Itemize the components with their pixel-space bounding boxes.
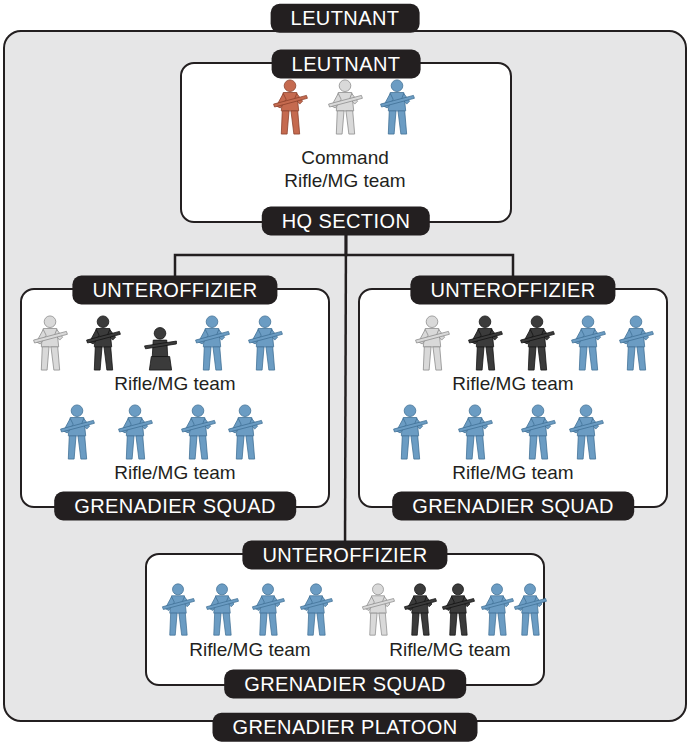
unit-tab: GRENADIER SQUAD xyxy=(392,492,634,521)
soldier-figure xyxy=(362,584,394,635)
rank-tab: LEUTNANT xyxy=(271,4,420,33)
soldier-figure xyxy=(394,405,428,459)
soldier-figure xyxy=(145,328,177,371)
rank-tab: UNTEROFFIZIER xyxy=(410,276,615,305)
soldier-figure xyxy=(162,584,194,635)
team-label: Rifle/MG team xyxy=(160,638,340,661)
team-label: Command Rifle/MG team xyxy=(270,146,420,192)
soldier-figure xyxy=(416,316,450,370)
soldier-figure xyxy=(61,405,95,459)
soldier-figure xyxy=(572,316,606,370)
team-label: Rifle/MG team xyxy=(85,461,265,484)
rank-tab: UNTEROFFIZIER xyxy=(72,276,277,305)
soldier-figure xyxy=(329,80,363,134)
unit-tab: GRENADIER SQUAD xyxy=(224,670,466,699)
unit-tab: HQ SECTION xyxy=(262,207,430,236)
soldier-figure xyxy=(196,316,230,370)
soldier-figure xyxy=(514,584,546,635)
soldier-figure xyxy=(570,405,604,459)
soldier-figure xyxy=(481,584,513,635)
soldier-figure xyxy=(229,405,263,459)
soldier-figure xyxy=(459,405,493,459)
unit-tab: GRENADIER SQUAD xyxy=(54,492,296,521)
team-label: Rifle/MG team xyxy=(85,372,265,395)
section-box: UNTEROFFIZIERRifle/MG teamRifle/MG teamG… xyxy=(145,553,545,686)
soldier-figure xyxy=(442,584,474,635)
team-label: Rifle/MG team xyxy=(423,461,603,484)
soldier-figure xyxy=(300,584,332,635)
soldier-figure xyxy=(620,316,654,370)
soldier-figure xyxy=(404,584,436,635)
team-label: Rifle/MG team xyxy=(423,372,603,395)
soldier-figure xyxy=(381,80,415,134)
soldier-figure xyxy=(206,584,238,635)
soldier-figure xyxy=(521,316,555,370)
connector-line xyxy=(346,223,513,288)
soldier-figure xyxy=(182,405,216,459)
rank-tab: UNTEROFFIZIER xyxy=(242,541,447,570)
soldier-figure xyxy=(249,316,283,370)
section-box: UNTEROFFIZIERRifle/MG teamRifle/MG teamG… xyxy=(20,288,330,508)
platoon-box: LEUTNANTGRENADIER PLATOONLEUTNANTCommand… xyxy=(3,30,687,722)
soldier-figure xyxy=(34,316,68,370)
section-box: UNTEROFFIZIERRifle/MG teamRifle/MG teamG… xyxy=(358,288,668,508)
soldier-figure xyxy=(87,316,121,370)
soldier-figure xyxy=(119,405,153,459)
soldier-figure xyxy=(469,316,503,370)
team-label: Rifle/MG team xyxy=(360,638,540,661)
rank-tab: LEUTNANT xyxy=(272,50,421,79)
soldier-figure xyxy=(274,80,308,134)
connector-line xyxy=(345,223,346,553)
connector-line xyxy=(175,223,346,288)
soldier-figure xyxy=(252,584,284,635)
section-box: LEUTNANTCommand Rifle/MG teamHQ SECTION xyxy=(180,62,512,223)
soldier-figure xyxy=(522,405,556,459)
unit-tab: GRENADIER PLATOON xyxy=(213,713,478,742)
